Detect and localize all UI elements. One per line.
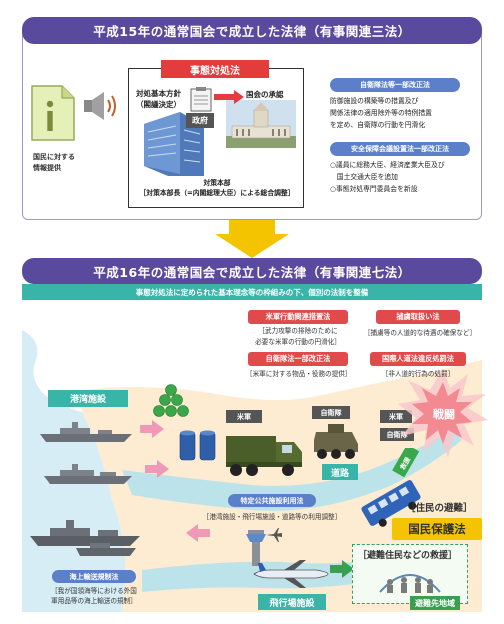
approval-arrow-icon bbox=[214, 90, 244, 104]
battle-burst-icon bbox=[398, 368, 488, 458]
sdf-act-amendment-title: 自衛隊法一部改正法 bbox=[248, 352, 348, 366]
plane-small-icon bbox=[266, 528, 282, 542]
info-provision-label: 国民に対する 情報提供 bbox=[33, 153, 75, 172]
response-hq-label: 対策本部 ［対策本部長（=内閣総理大臣）による総合調整］ bbox=[139, 179, 295, 198]
bottom-subtitle-bar: 事態対処法に定められた基本理念等の枠組みの下、個別の法制を整備 bbox=[22, 284, 482, 300]
transition-down-arrow-icon bbox=[215, 220, 289, 258]
battle-label: 戦闘 bbox=[433, 408, 455, 421]
basic-policy-label: 対処基本方針 （閣議決定） bbox=[136, 89, 181, 110]
supply-spheres-icon bbox=[153, 384, 189, 417]
maritime-transport-act-title: 海上輸送規制法 bbox=[52, 570, 136, 583]
flow-arrow-icon bbox=[140, 420, 164, 438]
security-council-item-2: ○事態対処専門委員会を新設 bbox=[330, 185, 418, 193]
pow-act-title: 捕虜取扱い法 bbox=[376, 310, 460, 324]
diet-building-image bbox=[226, 100, 296, 148]
public-facility-act-text: ［港湾施設・飛行場施設・道路等の利用調整］ bbox=[202, 513, 342, 521]
security-council-title: 安全保障会議設置法一部改正法 bbox=[330, 142, 470, 156]
maritime-transport-act-text: ［我が国領海等における外国 軍用品等の海上輸送の規制］ bbox=[51, 587, 137, 605]
flow-arrow-icon bbox=[186, 524, 210, 542]
rescue-truck-icon bbox=[392, 448, 420, 478]
warship-icon bbox=[40, 422, 132, 442]
us-military-act-title: 米軍行動関連措置法 bbox=[248, 310, 348, 324]
sdf-amendment-text: 防御施設の構築等の措置及び 関係法律の適用除外等の特例措置 を定め、自衛隊の行動… bbox=[330, 97, 432, 129]
top-section-title: 平成15年の通常国会で成立した法律（有事関連三法） bbox=[22, 17, 482, 44]
government-building-icon bbox=[144, 112, 204, 176]
control-tower-icon bbox=[246, 530, 266, 566]
ihl-punishment-act-title: 国際人道法違反処罰法 bbox=[370, 352, 466, 366]
info-document-icon bbox=[31, 85, 75, 141]
us-forces-label: 米軍 bbox=[380, 410, 412, 423]
road-tag: 道路 bbox=[322, 464, 358, 480]
civil-protection-law-label: 国民保護法 bbox=[392, 518, 482, 540]
us-military-act-text: ［武力攻撃の排除のために 必要な米軍の行動の円滑化］ bbox=[255, 327, 341, 346]
resident-evacuation-label: ［住民の避難］ bbox=[406, 503, 473, 514]
pow-act-text: ［捕虜等の人道的な待遇の確保など］ bbox=[363, 329, 477, 337]
bottom-section-title: 平成16年の通常国会で成立した法律（有事関連七法） bbox=[22, 258, 482, 284]
crisis-response-title: 事態対処法 bbox=[161, 60, 269, 78]
government-tag: 政府 bbox=[186, 113, 214, 128]
military-truck-icon bbox=[226, 436, 302, 476]
public-facility-act-title: 特定公共施設利用法 bbox=[228, 494, 316, 507]
clipboard-icon bbox=[190, 87, 212, 112]
relief-label: ［避難住民などの救援］ bbox=[358, 551, 458, 561]
flow-arrow-icon bbox=[330, 560, 354, 578]
evacuation-site-icon bbox=[379, 574, 441, 593]
sdf-label: 自衛隊 bbox=[380, 428, 414, 441]
evacuation-site-tag: 避難先地域 bbox=[410, 596, 460, 610]
armored-vehicle-icon bbox=[314, 424, 358, 459]
diet-approval-label: 国会の承認 bbox=[246, 90, 284, 99]
warship-icon bbox=[30, 520, 140, 546]
us-forces-label: 米軍 bbox=[226, 410, 262, 423]
security-council-item-1: ○議員に総務大臣、経済産業大臣及び 国土交通大臣を追加 bbox=[330, 161, 445, 181]
warship-icon bbox=[76, 543, 136, 556]
evacuation-bus-icon bbox=[361, 480, 421, 527]
speaker-icon bbox=[84, 92, 116, 120]
airplane-icon bbox=[253, 560, 329, 588]
flow-arrow-icon bbox=[145, 460, 169, 478]
airport-facility-tag: 飛行場施設 bbox=[258, 594, 326, 610]
sdf-amendment-title: 自衛隊法等一部改正法 bbox=[330, 78, 460, 92]
sdf-label: 自衛隊 bbox=[312, 406, 350, 419]
port-facility-tag: 港湾施設 bbox=[48, 390, 128, 407]
fuel-drum-icon bbox=[179, 430, 216, 461]
sdf-act-amendment-text: ［米軍に対する物品・役務の提供］ bbox=[246, 370, 352, 378]
ihl-punishment-act-text: ［非人道的行為の処罰］ bbox=[381, 370, 455, 378]
warship-icon bbox=[44, 464, 132, 484]
